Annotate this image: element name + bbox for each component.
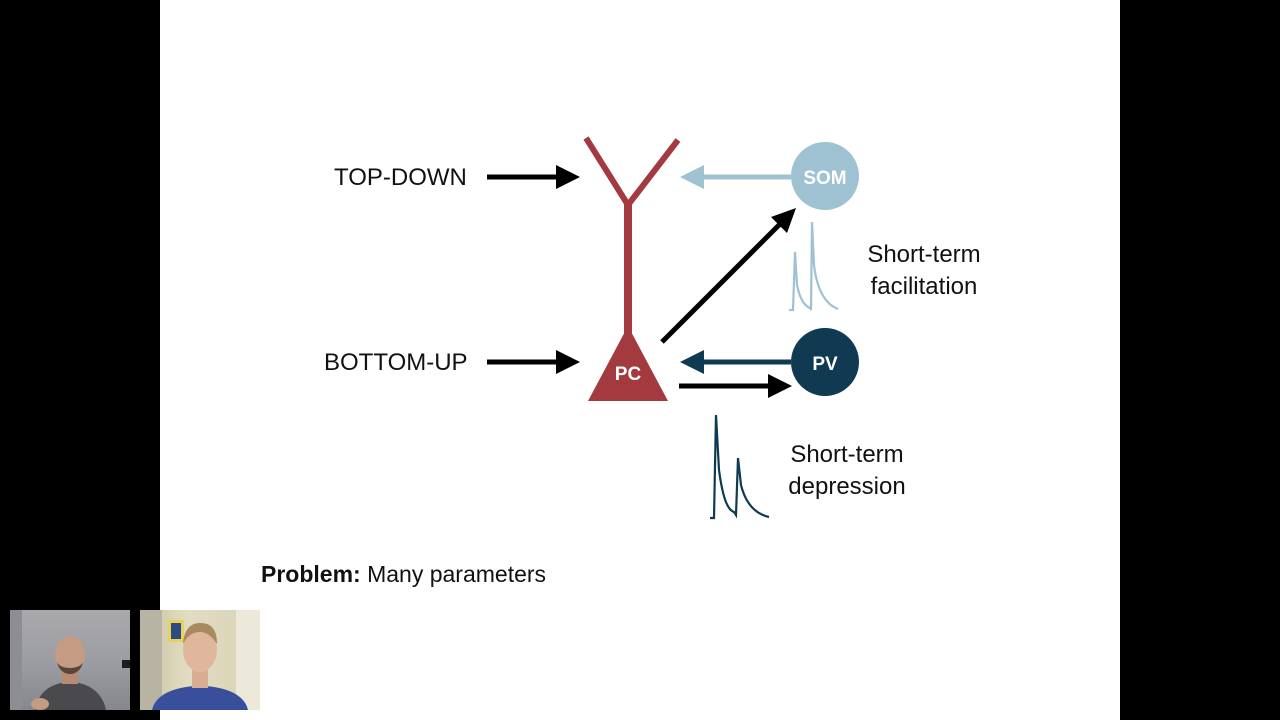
pc-dendrite-right (625, 138, 681, 207)
pv-to-pc-arrow (680, 350, 791, 374)
bottom-up-arrow (487, 350, 580, 374)
problem-text: Many parameters (360, 561, 547, 587)
som-to-pc-arrow (680, 165, 791, 189)
participant-1-avatar (10, 610, 130, 710)
video-tile-participant-1[interactable] (10, 610, 130, 710)
facilitation-trace (789, 221, 839, 312)
top-down-arrow (487, 165, 580, 189)
som-circle (791, 142, 859, 210)
participant-2-avatar (140, 610, 260, 710)
pv-circle (791, 328, 859, 396)
pv-node: PV (791, 328, 859, 396)
left-black-bar (0, 0, 160, 720)
top-down-label: TOP-DOWN (334, 164, 467, 191)
depression-text-line2: depression (788, 473, 905, 500)
right-black-bar (1120, 0, 1280, 720)
problem-label: Problem: (261, 561, 361, 587)
facilitation-text-line1: Short-term (867, 241, 980, 268)
depression-text-line1: Short-term (790, 441, 903, 468)
pc-to-pv-arrow (679, 374, 792, 398)
pc-dendrite-left (583, 136, 631, 207)
pc-to-som-arrow (660, 208, 796, 344)
pc-neuron: PC (583, 136, 681, 401)
bottom-up-label: BOTTOM-UP (324, 349, 468, 376)
pc-label: PC (615, 364, 642, 385)
depression-trace (710, 414, 770, 520)
problem-statement: Problem: Many parameters (261, 561, 546, 588)
video-tile-participant-2[interactable] (140, 610, 260, 710)
pc-soma (588, 326, 668, 401)
som-label: SOM (803, 168, 846, 189)
pv-label: PV (812, 354, 838, 375)
facilitation-text-line2: facilitation (871, 273, 978, 300)
som-node: SOM (791, 142, 859, 210)
